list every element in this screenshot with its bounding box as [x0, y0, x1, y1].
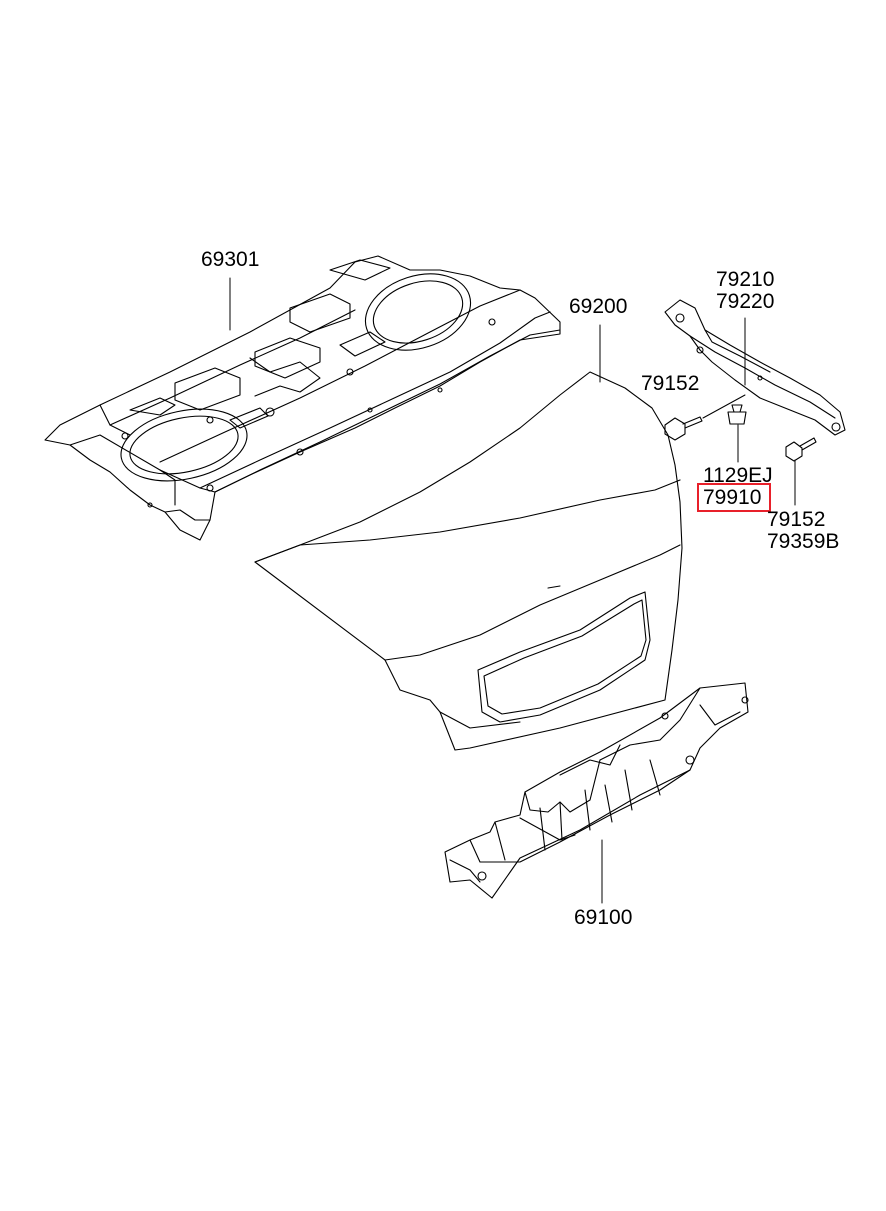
label-79220: 79220 — [716, 290, 775, 313]
label-69100: 69100 — [574, 906, 633, 929]
rear-package-tray — [44, 255, 561, 541]
label-69301: 69301 — [201, 248, 260, 271]
leader-lines — [229, 277, 796, 904]
label-79152-right: 79152 — [767, 508, 826, 531]
label-79359b: 79359B — [767, 530, 840, 553]
label-1129ej: 1129EJ — [703, 464, 773, 487]
rear-panel — [444, 682, 749, 899]
trunk-hinge — [664, 299, 846, 436]
bolt-79152-left — [664, 416, 703, 441]
highlight-box — [697, 483, 771, 512]
bolt-79152-right — [785, 437, 817, 462]
bolt-1129ej — [727, 404, 747, 425]
label-79210: 79210 — [716, 268, 775, 291]
label-79152-left: 79152 — [641, 372, 700, 395]
label-79910[interactable]: 79910 — [703, 486, 762, 509]
trunk-lid — [254, 371, 683, 751]
label-69200: 69200 — [569, 295, 628, 318]
